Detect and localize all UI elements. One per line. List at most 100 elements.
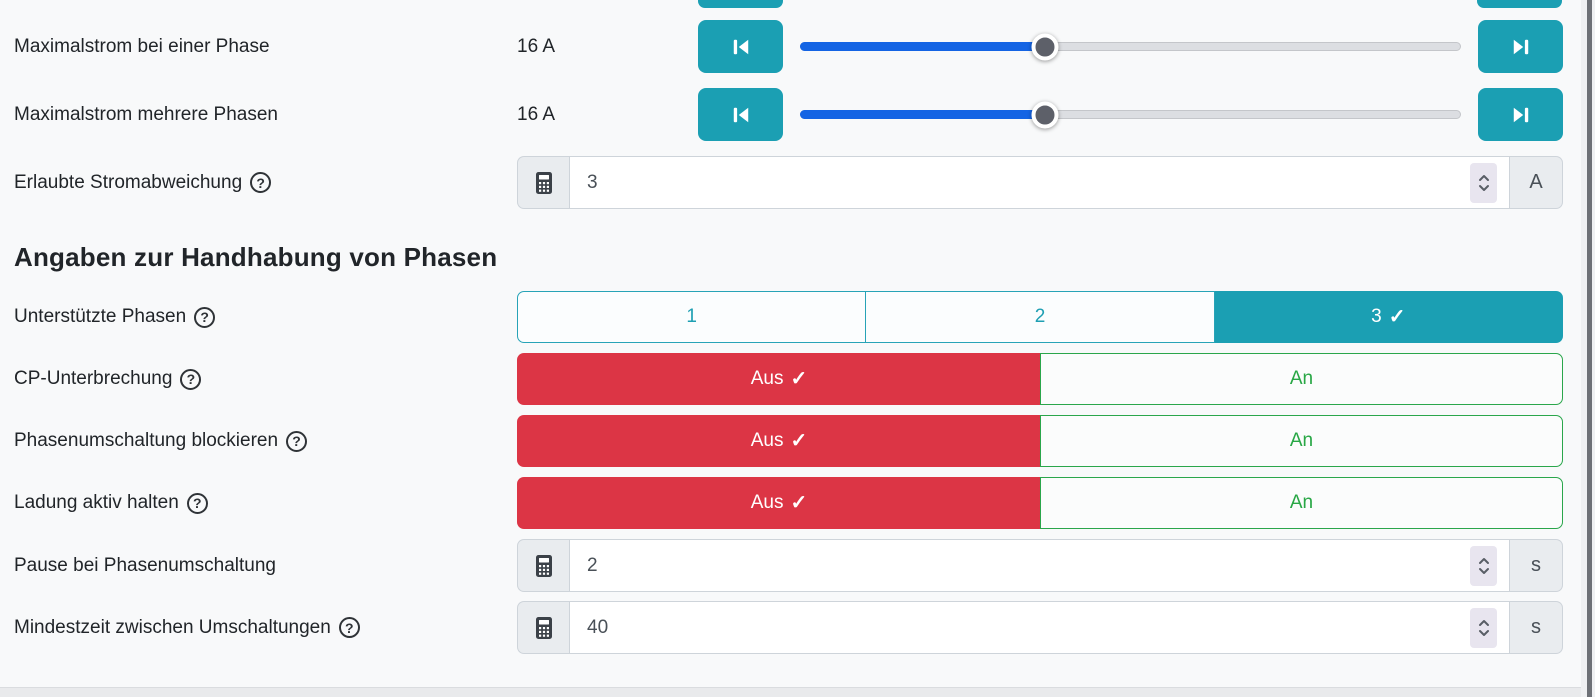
form-row-keep-charge-active: Ladung aktiv halten ? Aus ✓ An bbox=[14, 477, 1563, 529]
form-row-phase-switch-pause: Pause bei Phasenumschaltung 2 s bbox=[14, 539, 1563, 592]
slider-track[interactable] bbox=[800, 33, 1461, 60]
field-label-text: Maximalstrom mehrere Phasen bbox=[14, 103, 278, 125]
on-label: An bbox=[1289, 430, 1314, 451]
number-input-group: 2 s bbox=[517, 539, 1563, 592]
slider-control: 16 A bbox=[517, 20, 1563, 73]
on-button[interactable]: An bbox=[1040, 477, 1563, 529]
slider-fill bbox=[800, 42, 1044, 51]
off-button-selected[interactable]: Aus ✓ bbox=[517, 415, 1040, 467]
unit-suffix: s bbox=[1510, 539, 1563, 592]
field-label-text: Mindestzeit zwischen Umschaltungen bbox=[14, 616, 331, 638]
current-slider[interactable] bbox=[783, 20, 1478, 73]
field-label: Maximalstrom bei einer Phase bbox=[14, 36, 517, 58]
field-label: Mindestzeit zwischen Umschaltungen ? bbox=[14, 617, 517, 639]
phase-button-group: 1 2 3 ✓ bbox=[517, 291, 1563, 343]
help-icon[interactable]: ? bbox=[286, 430, 308, 452]
field-label-text: Unterstützte Phasen bbox=[14, 306, 187, 327]
number-input-group: 40 s bbox=[517, 601, 1563, 654]
number-input[interactable]: 3 bbox=[569, 156, 1510, 209]
slider-max-button[interactable] bbox=[1478, 88, 1563, 141]
skip-to-end-icon bbox=[1511, 37, 1531, 57]
slider-track[interactable] bbox=[800, 101, 1461, 128]
stepper-arrows[interactable] bbox=[1470, 545, 1497, 586]
check-icon: ✓ bbox=[790, 430, 808, 452]
phase-option-label: 3 bbox=[1371, 306, 1382, 327]
form-row-cp-interruption: CP-Unterbrechung ? Aus ✓ An bbox=[14, 353, 1563, 405]
field-label-text: Ladung aktiv halten bbox=[14, 492, 179, 513]
current-slider[interactable] bbox=[783, 88, 1478, 141]
phase-option-1[interactable]: 1 bbox=[517, 291, 867, 343]
skip-to-start-icon bbox=[731, 105, 751, 125]
scrollbar-thumb[interactable] bbox=[1587, 0, 1592, 697]
field-label-text: Erlaubte Stromabweichung bbox=[14, 171, 243, 193]
slider-min-button[interactable] bbox=[698, 20, 783, 73]
phase-option-3-selected[interactable]: 3 ✓ bbox=[1214, 291, 1563, 343]
off-label: Aus bbox=[750, 368, 784, 389]
slider-thumb[interactable] bbox=[1031, 33, 1059, 60]
on-off-button-group: Aus ✓ An bbox=[517, 415, 1563, 467]
form-row-current-deviation: Erlaubte Stromabweichung ? 3 A bbox=[14, 156, 1563, 209]
field-label-text: CP-Unterbrechung bbox=[14, 368, 173, 389]
slider-max-button[interactable] bbox=[1478, 20, 1563, 73]
stepper-arrows[interactable] bbox=[1470, 607, 1497, 648]
field-label: Maximalstrom mehrere Phasen bbox=[14, 104, 517, 126]
calculator-icon bbox=[517, 156, 569, 209]
form-row-max-current-multi-phase: Maximalstrom mehrere Phasen 16 A bbox=[14, 88, 1563, 141]
unit-suffix: A bbox=[1510, 156, 1563, 209]
help-icon[interactable]: ? bbox=[194, 306, 216, 328]
current-value: 16 A bbox=[517, 35, 556, 57]
field-label-text: Maximalstrom bei einer Phase bbox=[14, 35, 270, 57]
field-label: Erlaubte Stromabweichung ? bbox=[14, 172, 517, 194]
section-heading: Angaben zur Handhabung von Phasen bbox=[14, 242, 498, 272]
form-row-max-current-single-phase: Maximalstrom bei einer Phase 16 A bbox=[14, 20, 1563, 73]
form-row-min-time-between-switches: Mindestzeit zwischen Umschaltungen ? 40 … bbox=[14, 601, 1563, 654]
partial-skip-max-button[interactable] bbox=[1477, 0, 1562, 8]
help-icon[interactable]: ? bbox=[250, 172, 272, 193]
on-button[interactable]: An bbox=[1040, 415, 1563, 467]
field-label-text: Pause bei Phasenumschaltung bbox=[14, 554, 276, 576]
skip-to-end-icon bbox=[1511, 105, 1531, 125]
slider-control: 16 A bbox=[517, 88, 1563, 141]
phase-option-2[interactable]: 2 bbox=[866, 291, 1215, 343]
field-label: Ladung aktiv halten ? bbox=[14, 492, 517, 514]
slider-min-button[interactable] bbox=[698, 88, 783, 141]
on-label: An bbox=[1289, 492, 1314, 513]
off-label: Aus bbox=[750, 492, 784, 513]
help-icon[interactable]: ? bbox=[186, 492, 208, 514]
number-input[interactable]: 40 bbox=[569, 601, 1510, 654]
input-value: 40 bbox=[587, 616, 609, 638]
check-icon: ✓ bbox=[1388, 306, 1406, 328]
check-icon: ✓ bbox=[790, 492, 808, 514]
field-label: Pause bei Phasenumschaltung bbox=[14, 555, 517, 577]
skip-to-start-icon bbox=[731, 37, 751, 57]
off-label: Aus bbox=[750, 430, 784, 451]
form-row-supported-phases: Unterstützte Phasen ? 1 2 3 ✓ bbox=[14, 291, 1563, 343]
field-label: Unterstützte Phasen ? bbox=[14, 306, 517, 328]
on-button[interactable]: An bbox=[1040, 353, 1563, 405]
calculator-icon bbox=[517, 539, 569, 592]
on-off-button-group: Aus ✓ An bbox=[517, 477, 1563, 529]
calculator-icon bbox=[517, 601, 569, 654]
on-off-button-group: Aus ✓ An bbox=[517, 353, 1563, 405]
number-input-group: 3 A bbox=[517, 156, 1563, 209]
number-input[interactable]: 2 bbox=[569, 539, 1510, 592]
input-value: 3 bbox=[587, 171, 598, 193]
field-label-text: Phasenumschaltung blockieren bbox=[14, 430, 279, 451]
current-value: 16 A bbox=[517, 103, 556, 125]
input-value: 2 bbox=[587, 554, 598, 576]
slider-fill bbox=[800, 110, 1044, 119]
off-button-selected[interactable]: Aus ✓ bbox=[517, 353, 1040, 405]
partial-skip-min-button[interactable] bbox=[698, 0, 783, 8]
stepper-arrows[interactable] bbox=[1470, 162, 1497, 203]
window-bottom-edge bbox=[0, 687, 1595, 697]
help-icon[interactable]: ? bbox=[180, 368, 202, 390]
field-label: Phasenumschaltung blockieren ? bbox=[14, 430, 517, 452]
on-label: An bbox=[1289, 368, 1314, 389]
check-icon: ✓ bbox=[790, 368, 808, 390]
slider-thumb[interactable] bbox=[1031, 101, 1059, 128]
help-icon[interactable]: ? bbox=[338, 617, 360, 638]
field-label: CP-Unterbrechung ? bbox=[14, 368, 517, 390]
form-row-block-phase-switch: Phasenumschaltung blockieren ? Aus ✓ An bbox=[14, 415, 1563, 467]
off-button-selected[interactable]: Aus ✓ bbox=[517, 477, 1040, 529]
